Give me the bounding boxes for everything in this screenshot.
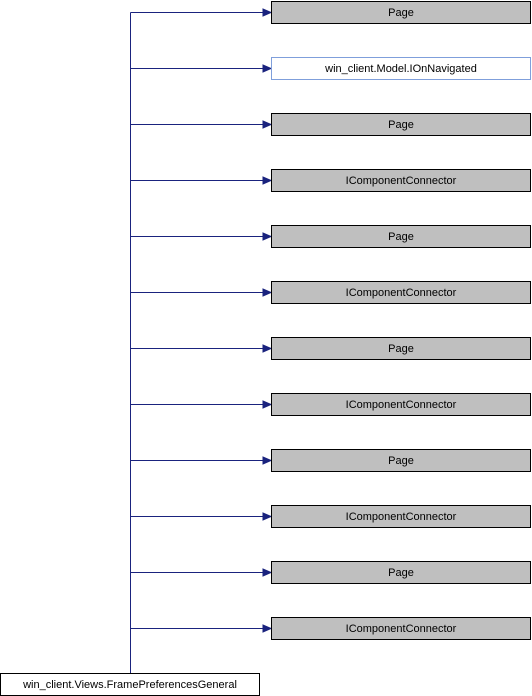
arrowhead-icon [262, 8, 273, 17]
parent-node[interactable]: win_client.Model.IOnNavigated [271, 57, 531, 80]
parent-node[interactable]: IComponentConnector [271, 281, 531, 304]
parent-node-box[interactable] [271, 617, 531, 640]
parent-node[interactable]: IComponentConnector [271, 617, 531, 640]
main-class-label: win_client.Views.FramePreferencesGeneral [22, 679, 237, 691]
parent-node[interactable]: IComponentConnector [271, 393, 531, 416]
arrowhead-icon [262, 512, 273, 521]
parent-node-box[interactable] [271, 169, 531, 192]
parent-node[interactable]: Page [271, 561, 531, 584]
parent-node-label: Page [388, 7, 414, 19]
parent-node-box[interactable] [271, 57, 531, 80]
parent-node-label: win_client.Model.IOnNavigated [324, 63, 477, 75]
arrowhead-icon [262, 400, 273, 409]
arrowhead-icon [262, 120, 273, 129]
parent-node[interactable]: Page [271, 337, 531, 360]
parent-node-label: Page [388, 119, 414, 131]
parent-node-label: IComponentConnector [346, 623, 457, 635]
arrowhead-icon [262, 64, 273, 73]
parent-node[interactable]: IComponentConnector [271, 169, 531, 192]
parent-node-box[interactable] [271, 113, 531, 136]
parent-nodes-group: Pagewin_client.Model.IOnNavigatedPageICo… [271, 1, 531, 640]
parent-node-label: Page [388, 343, 414, 355]
parent-node-label: IComponentConnector [346, 399, 457, 411]
arrowhead-icon [262, 624, 273, 633]
main-class-node[interactable]: win_client.Views.FramePreferencesGeneral [0, 673, 260, 696]
parent-node-label: IComponentConnector [346, 287, 457, 299]
parent-node-box[interactable] [271, 449, 531, 472]
parent-node[interactable]: IComponentConnector [271, 505, 531, 528]
parent-node-label: IComponentConnector [346, 511, 457, 523]
arrowhead-icon [262, 176, 273, 185]
parent-node-box[interactable] [271, 505, 531, 528]
parent-node[interactable]: Page [271, 1, 531, 24]
parent-node-box[interactable] [271, 561, 531, 584]
edges-group [130, 8, 273, 674]
arrowhead-icon [262, 456, 273, 465]
parent-node[interactable]: Page [271, 449, 531, 472]
parent-node[interactable]: Page [271, 113, 531, 136]
parent-node-box[interactable] [271, 337, 531, 360]
parent-node-label: Page [388, 231, 414, 243]
parent-node[interactable]: Page [271, 225, 531, 248]
parent-node-box[interactable] [271, 225, 531, 248]
parent-node-label: Page [388, 455, 414, 467]
arrowhead-icon [262, 344, 273, 353]
parent-node-box[interactable] [271, 281, 531, 304]
arrowhead-icon [262, 568, 273, 577]
parent-node-box[interactable] [271, 1, 531, 24]
parent-node-box[interactable] [271, 393, 531, 416]
parent-node-label: IComponentConnector [346, 175, 457, 187]
parent-node-label: Page [388, 567, 414, 579]
arrowhead-icon [262, 232, 273, 241]
arrowhead-icon [262, 288, 273, 297]
